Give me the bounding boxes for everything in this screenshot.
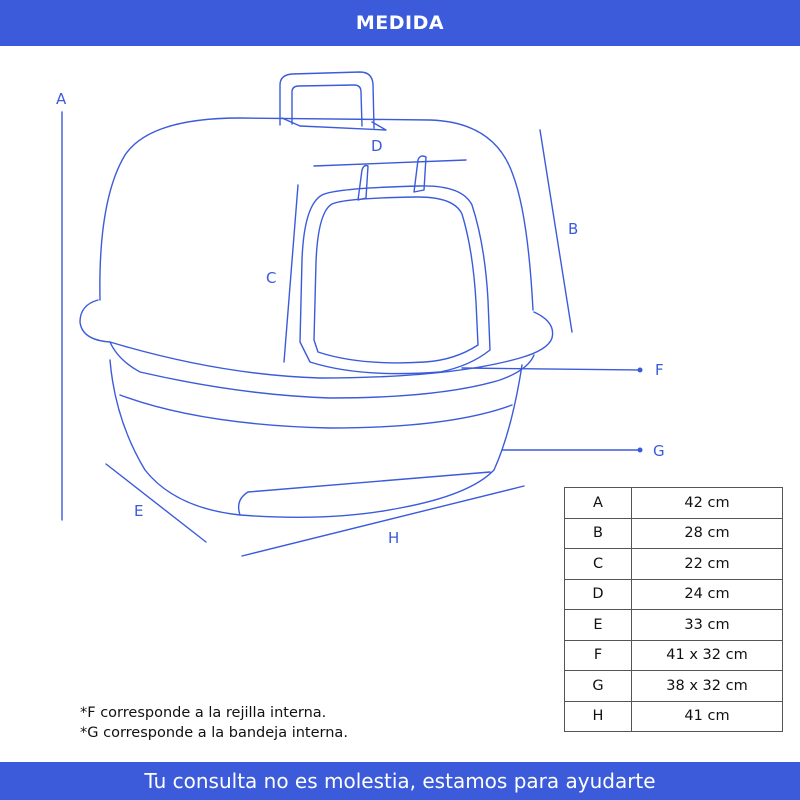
dimension-value: 41 x 32 cm [631,639,783,671]
dimension-value: 41 cm [631,700,783,732]
dimension-value: 42 cm [631,487,783,519]
dimension-key: G [564,670,632,702]
dimension-value: 28 cm [631,517,783,549]
dim-line-H [241,485,525,557]
footer-text: Tu consulta no es molestia, estamos para… [144,769,656,793]
table-row: C 22 cm [564,548,783,580]
dimension-key: C [564,548,632,580]
dimension-key: D [564,578,632,610]
label-F: F [655,361,664,379]
dimension-value: 38 x 32 cm [631,670,783,702]
label-A: A [56,90,67,108]
base-outline [109,359,523,519]
table-row: D 24 cm [564,578,783,610]
label-B: B [568,220,578,238]
hood-outline [99,117,534,311]
header-banner: MEDIDA [0,0,800,46]
dimension-key: E [564,609,632,641]
dimensions-table: A 42 cm B 28 cm C 22 cm D 24 cm E 33 cm … [564,487,783,732]
clip-left [357,164,369,201]
footnote-F: *F corresponde a la rejilla interna. [80,705,327,721]
dim-line-E [105,463,207,543]
table-row: E 33 cm [564,609,783,641]
leader-G-dot [637,447,643,453]
table-row: G 38 x 32 cm [564,670,783,702]
label-H: H [388,529,399,547]
dimension-key: B [564,517,632,549]
dim-line-C [283,184,299,363]
leader-F-dot [637,367,643,373]
product-diagram: A B C D E F G H [56,71,665,557]
handle-icon [279,71,387,131]
dimension-value: 24 cm [631,578,783,610]
table-row: H 41 cm [564,700,783,732]
leader-F [461,367,641,371]
table-row: F 41 x 32 cm [564,639,783,671]
label-G: G [653,442,665,460]
rim-outline [79,299,554,399]
clip-right [413,155,427,193]
dim-line-D [313,159,467,167]
page-title: MEDIDA [355,12,445,34]
label-C: C [266,269,276,287]
footer-banner: Tu consulta no es molestia, estamos para… [0,762,800,800]
dimension-key: A [564,487,632,519]
dimension-key: H [564,700,632,732]
label-E: E [134,502,143,520]
dimension-value: 22 cm [631,548,783,580]
table-row: B 28 cm [564,517,783,549]
door-frame [299,185,491,375]
door-inner [313,196,479,364]
dim-line-B [539,129,573,333]
footnote-G: *G corresponde a la bandeja interna. [80,725,348,741]
label-D: D [371,137,383,155]
footnotes: *F corresponde a la rejilla interna. *G … [80,703,348,743]
dimension-key: F [564,639,632,671]
dimension-value: 33 cm [631,609,783,641]
table-row: A 42 cm [564,487,783,519]
